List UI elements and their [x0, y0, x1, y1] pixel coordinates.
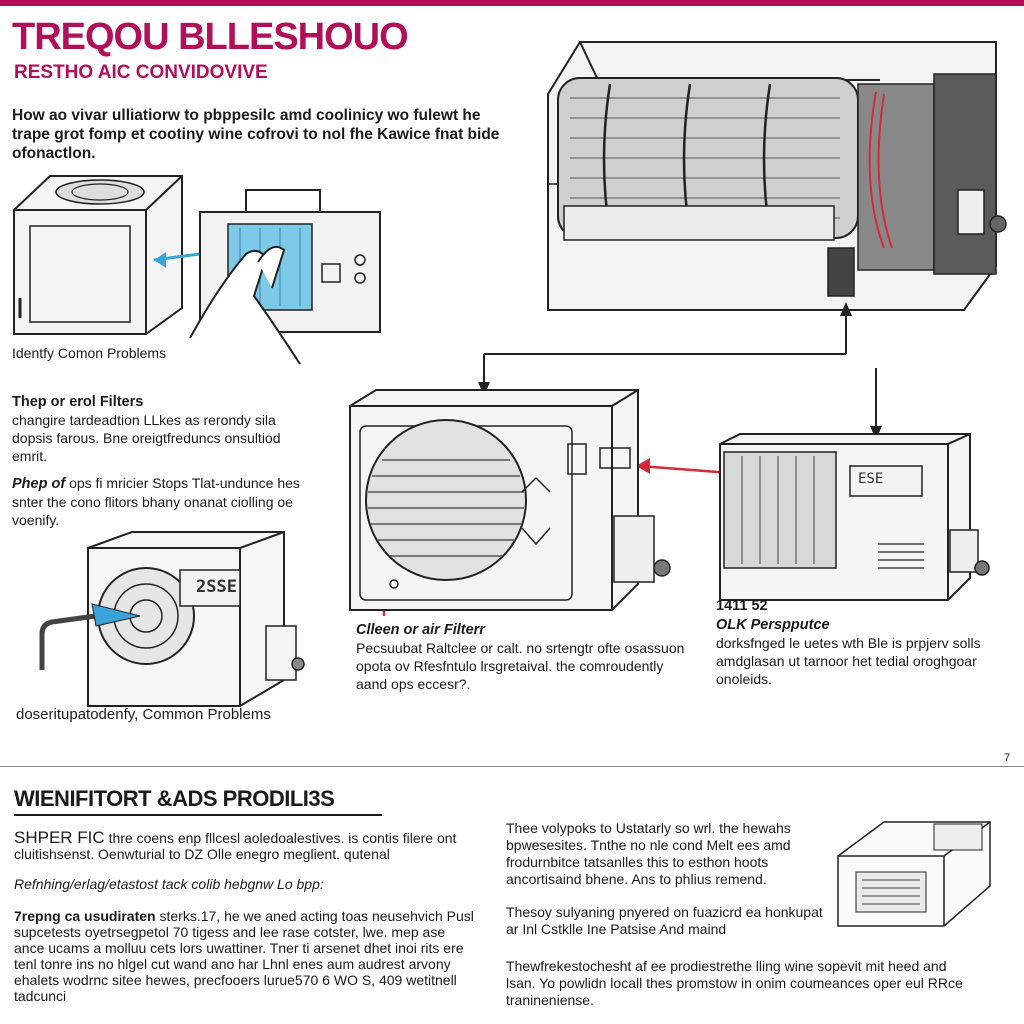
caption-diagnose: doseritupatodenfy, Common Problems	[16, 706, 271, 723]
outdoor-unit-illustration	[13, 175, 183, 335]
spec-text: thre coens enp fllcesl aoledoalestives. …	[14, 830, 457, 862]
page-title: TREQOU BLLESHOUO	[12, 16, 409, 58]
filter-removal-illustration	[153, 189, 381, 365]
right-paragraph-1: Thee volypoks to Ustatarly so wrl. the h…	[506, 820, 791, 887]
caption-step-block: Phep of ops fi mricier Stops Tlat-undunc…	[12, 474, 312, 529]
outdoor-display-readout: 2SSE	[196, 577, 237, 597]
arrow-icon	[840, 302, 852, 316]
spec-lead: SHPER FIC	[14, 828, 105, 847]
caption-identify: Identfy Comon Problems	[12, 345, 167, 361]
right-paragraph-3: Thewfrekestochesht af ee prodiestrethe l…	[506, 958, 963, 1008]
condenser-unit-illustration	[349, 389, 671, 611]
section-title: WIENIFITORT &ADS PRODILI3S	[14, 786, 335, 811]
drip-tray-illustration	[837, 821, 991, 927]
caption-part-number: 1411 52	[716, 598, 768, 614]
caption-part-block: 1411 52 OLK Perspputce dorksfnged le uet…	[716, 596, 1016, 688]
caption-step-body: ops fi mricier Stops Tlat-undunce hes sn…	[12, 475, 300, 528]
top-accent-bar	[0, 0, 1024, 6]
arrow-icon	[636, 458, 650, 474]
intro-paragraph: How ao vivar ulliatiorw to pbppesilc amd…	[12, 107, 500, 162]
right-paragraph-2: Thesoy sulyaning pnyered on fuazicrd ea …	[506, 904, 823, 937]
section-title-underline	[14, 814, 382, 816]
detail-body: sterks.17, he we aned acting toas neuseh…	[14, 908, 474, 1004]
spec-hint: Refnhing/erlag/etastost tack colib hebgn…	[14, 876, 324, 892]
outdoor-unit-display-illustration	[39, 531, 305, 707]
detail-lead: 7repng ca usudiraten	[14, 908, 156, 924]
caption-part-body: dorksfnged le uetes wth Ble is prpjerv s…	[716, 635, 981, 687]
filter-unit-illustration	[719, 433, 990, 601]
caption-part-heading: OLK Perspputce	[716, 617, 830, 633]
caption-filters-heading: Thep or erol Filters	[12, 394, 144, 410]
unit-display-readout: ESE	[858, 471, 884, 487]
indoor-unit-illustration	[547, 41, 1007, 311]
caption-clean-block: Clleen or air Filterr Pecsuubat Raltclee…	[356, 620, 686, 693]
page-subtitle: RESTHO AIC CONVIDOVIVE	[14, 62, 268, 83]
caption-step-lead: Phep of	[12, 476, 66, 492]
caption-filters-block: Thep or erol Filters changire tardeadtio…	[12, 392, 312, 465]
caption-clean-body: Pecsuubat Raltclee or calt. no srtengtr …	[356, 640, 685, 692]
caption-filters-body: changire tardeadtion LLkes as rerondy si…	[12, 412, 281, 464]
spec-paragraph: SHPER FIC thre coens enp fllcesl aoledoa…	[14, 828, 474, 862]
section-divider	[0, 766, 1024, 767]
page-number: 7	[1004, 752, 1011, 764]
caption-clean-heading: Clleen or air Filterr	[356, 622, 485, 638]
detail-paragraph: 7repng ca usudiraten sterks.17, he we an…	[14, 908, 474, 1004]
